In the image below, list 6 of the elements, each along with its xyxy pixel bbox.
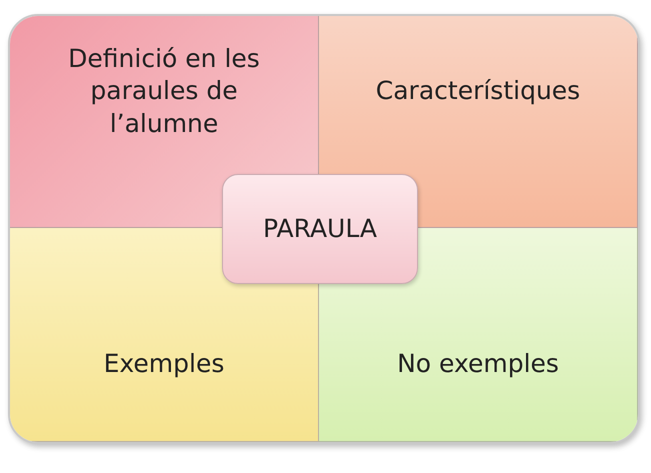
quadrant-heading: Definició en les paraules de l’alumne: [67, 42, 261, 140]
quadrant-heading: Característiques: [376, 75, 580, 108]
quadrant-heading: No exemples: [397, 348, 559, 380]
center-word: PARAULA: [263, 212, 377, 245]
quadrant-heading: Exemples: [104, 348, 224, 380]
center-box: [222, 174, 418, 284]
